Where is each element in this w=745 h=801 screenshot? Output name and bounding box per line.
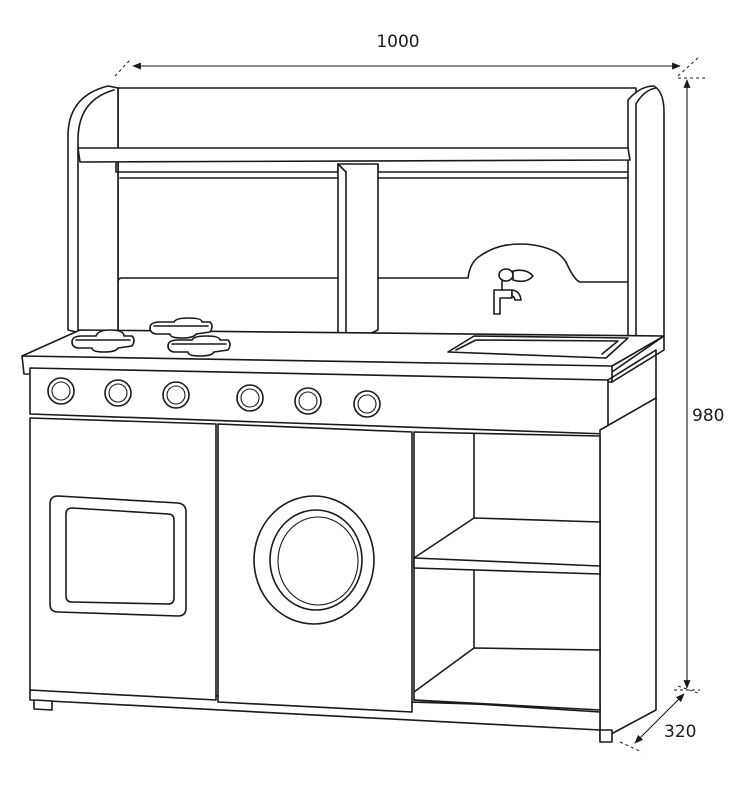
burner-icon <box>71 329 135 353</box>
depth-label: 320 <box>664 722 696 742</box>
lower-cabinet <box>29 397 657 743</box>
burner-icon <box>149 317 213 339</box>
height-dimension: 980 <box>674 77 724 691</box>
width-label: 1000 <box>376 32 419 52</box>
height-label: 980 <box>692 406 724 426</box>
hutch <box>67 85 665 349</box>
washer-door <box>217 423 413 713</box>
burner-icon <box>167 335 231 357</box>
knob-icon <box>236 384 264 412</box>
sink <box>447 335 629 359</box>
knob-icon <box>104 379 132 407</box>
open-shelf <box>413 431 601 713</box>
oven-door <box>29 417 217 701</box>
faucet-icon <box>493 268 534 315</box>
width-dimension: 1000 <box>114 32 701 77</box>
depth-dimension: 320 <box>619 685 699 753</box>
knob-icon <box>162 381 190 409</box>
knob-icon <box>353 390 381 418</box>
knob-icon <box>47 377 75 405</box>
knob-icon <box>294 387 322 415</box>
